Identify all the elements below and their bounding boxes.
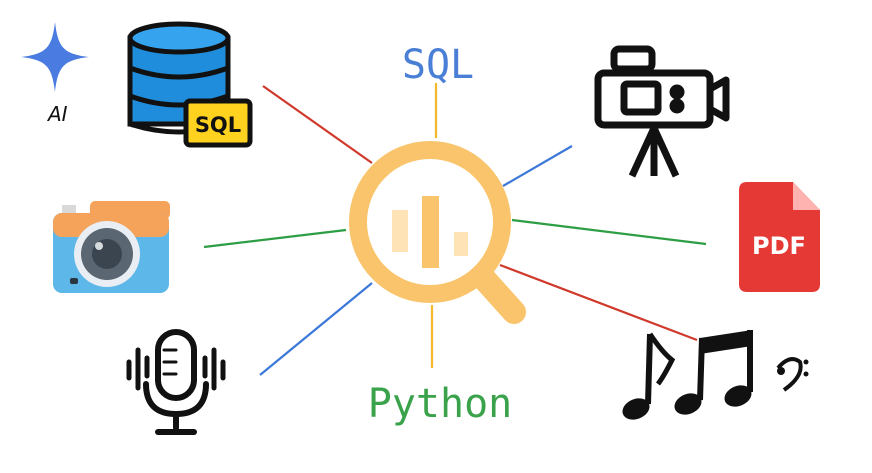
microphone-icon <box>126 329 226 435</box>
music-notes-icon <box>622 330 809 420</box>
ai-sparkle-icon: AI <box>21 22 89 126</box>
connector-video <box>502 145 573 187</box>
video-camera-icon <box>594 45 730 178</box>
connector-pdf <box>511 218 707 246</box>
sql-label: SQL <box>402 42 474 88</box>
connector-lines <box>203 83 707 376</box>
connector-music <box>499 263 698 342</box>
connector-sql-db <box>262 85 373 164</box>
python-label: Python <box>368 381 513 427</box>
magnifier-chart-icon <box>349 141 526 324</box>
connector-camera <box>203 228 347 249</box>
pdf-label: PDF <box>752 232 806 260</box>
sql-badge-label: SQL <box>195 113 241 137</box>
pdf-file-icon: PDF <box>739 182 820 292</box>
ai-label: AI <box>46 102 68 126</box>
photo-camera-icon <box>53 201 170 293</box>
connector-microphone <box>259 282 373 376</box>
sql-database-icon: SQL <box>127 21 253 148</box>
